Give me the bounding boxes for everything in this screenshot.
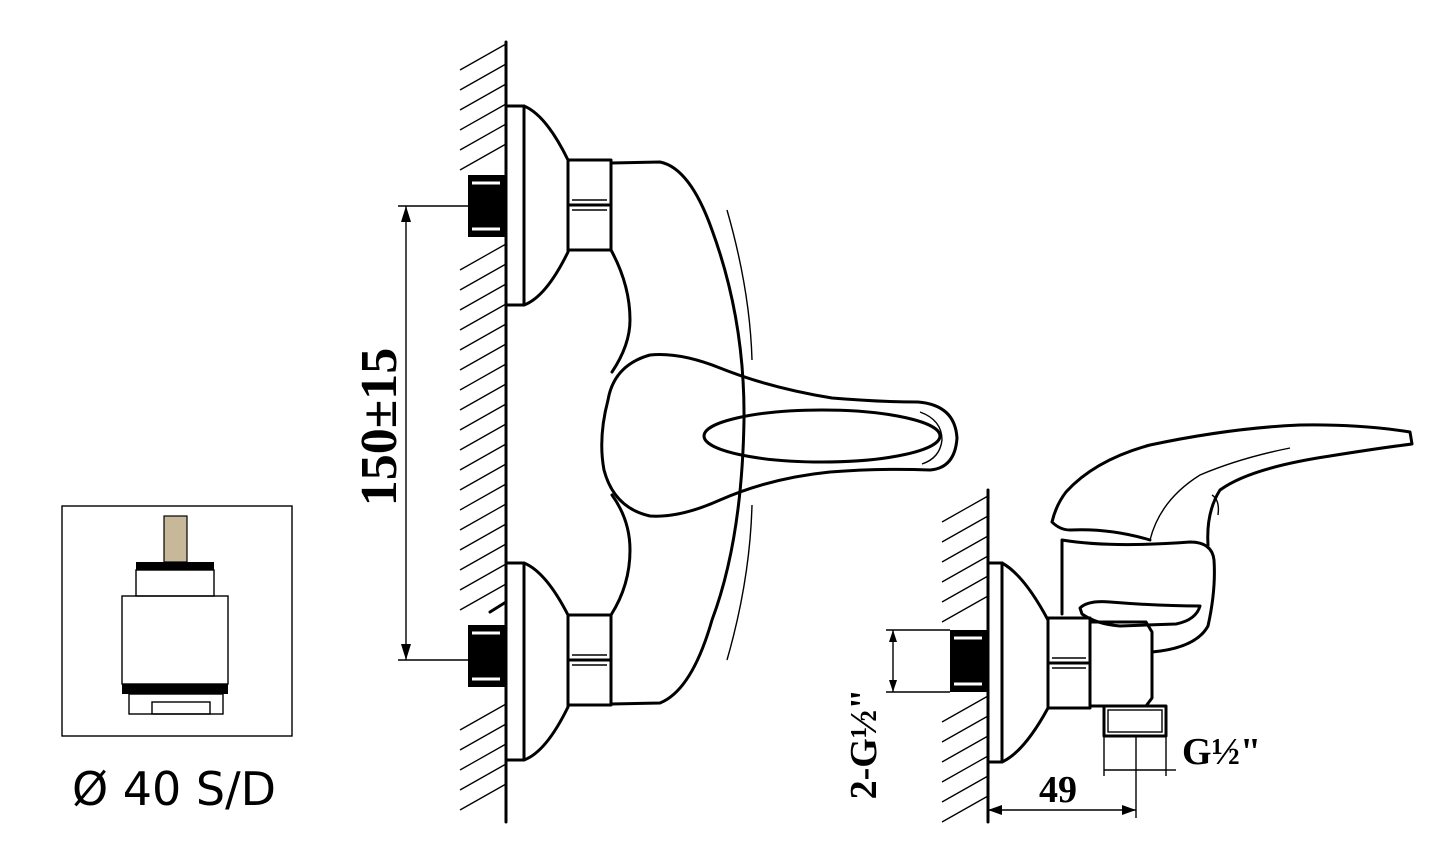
bottom-escutcheon bbox=[504, 561, 570, 762]
cartridge-upper-body bbox=[135, 569, 215, 597]
cartridge-caption: Ø 40 S/D bbox=[72, 762, 276, 816]
hatch-line bbox=[459, 763, 507, 791]
hatch-line bbox=[459, 403, 507, 431]
hatch-line bbox=[941, 575, 989, 603]
hatch-line bbox=[459, 423, 507, 451]
lever-slot bbox=[702, 408, 942, 464]
hatch-line bbox=[459, 383, 507, 411]
depth-label: 49 bbox=[1039, 769, 1077, 811]
side-escutcheon bbox=[986, 561, 1050, 764]
cartridge-base-step bbox=[151, 701, 211, 715]
hatch-line bbox=[941, 515, 989, 543]
top-escutcheon bbox=[504, 104, 570, 307]
hatch-line bbox=[459, 463, 507, 491]
side-body-nut bbox=[1088, 620, 1154, 708]
hatch-line bbox=[459, 123, 507, 151]
hatch-line bbox=[941, 795, 989, 823]
cartridge-frame bbox=[61, 505, 293, 737]
body-inner-curve-upper bbox=[609, 248, 632, 374]
hatch-line bbox=[941, 775, 989, 803]
hatch-line bbox=[941, 555, 989, 583]
cartridge-top-ring bbox=[136, 562, 214, 570]
hatch-line bbox=[459, 103, 507, 131]
hatch-line bbox=[459, 283, 507, 311]
hatch-line bbox=[941, 755, 989, 783]
cartridge-base-ring bbox=[122, 684, 228, 694]
side-lever bbox=[1050, 423, 1414, 547]
hatch-line bbox=[941, 595, 989, 623]
top-thread bbox=[468, 175, 506, 237]
hatch-line bbox=[459, 783, 507, 811]
hatch-line bbox=[459, 263, 507, 291]
hatch-line bbox=[459, 723, 507, 751]
top-connector bbox=[468, 104, 613, 307]
hatch-line bbox=[941, 735, 989, 763]
hatch-line bbox=[459, 483, 507, 511]
side-thread bbox=[950, 630, 988, 692]
wall-hatching bbox=[459, 43, 507, 811]
hatch-line bbox=[459, 83, 507, 111]
cartridge-illustration bbox=[61, 505, 293, 737]
hatch-line bbox=[941, 715, 989, 743]
hatch-line bbox=[459, 363, 507, 391]
hatch-line bbox=[459, 503, 507, 531]
center-distance-dimension bbox=[398, 205, 472, 661]
mixer-body-outline bbox=[609, 160, 746, 706]
side-body bbox=[1060, 538, 1216, 654]
hatch-line bbox=[459, 443, 507, 471]
cartridge-stem bbox=[163, 515, 188, 563]
outlet-thread-dimension bbox=[1103, 736, 1176, 776]
hatch-line bbox=[459, 583, 507, 611]
hatch-line bbox=[459, 43, 507, 71]
center-distance-label: 150±15 bbox=[351, 348, 408, 507]
hatch-line bbox=[459, 323, 507, 351]
body-inner-curve-lower bbox=[609, 493, 632, 617]
hatch-line bbox=[459, 743, 507, 771]
hatch-line bbox=[459, 563, 507, 591]
hatch-line bbox=[941, 495, 989, 523]
front-view: 150±15 bbox=[351, 40, 959, 824]
hatch-line bbox=[459, 343, 507, 371]
hatch-line bbox=[459, 523, 507, 551]
hatch-line bbox=[459, 63, 507, 91]
hatch-line bbox=[459, 303, 507, 331]
inlet-thread-dimension bbox=[886, 629, 950, 693]
hatch-line bbox=[459, 143, 507, 171]
bottom-thread bbox=[468, 625, 506, 687]
side-wall-hatching bbox=[941, 495, 989, 823]
side-spout bbox=[1078, 600, 1202, 628]
outlet-thread-label: G½" bbox=[1182, 731, 1261, 773]
hatch-line bbox=[459, 703, 507, 731]
side-view: 2-G½" G½" 49 bbox=[843, 423, 1414, 824]
cartridge-base bbox=[128, 693, 224, 715]
hatch-line bbox=[941, 695, 989, 723]
inlet-thread-label: 2-G½" bbox=[843, 689, 885, 800]
bottom-connector bbox=[468, 561, 613, 762]
side-outlet bbox=[1102, 704, 1168, 738]
hatch-line bbox=[941, 535, 989, 563]
hatch-line bbox=[459, 243, 507, 271]
cartridge-body bbox=[121, 595, 229, 685]
lever-handle bbox=[600, 353, 959, 518]
depth-dimension bbox=[988, 736, 1137, 818]
hatch-line bbox=[459, 543, 507, 571]
